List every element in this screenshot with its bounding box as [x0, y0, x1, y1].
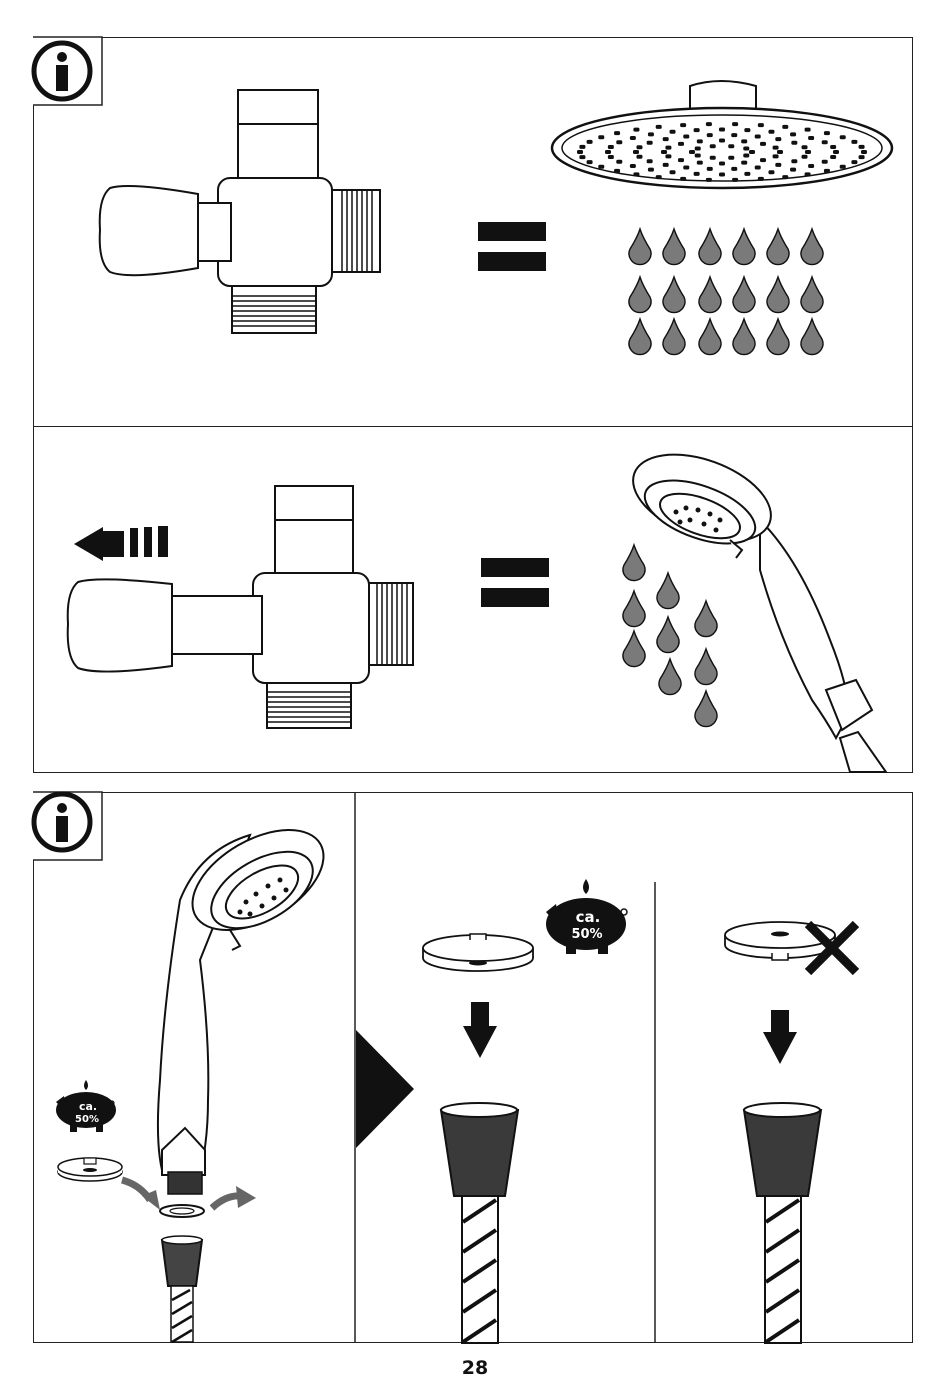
page-number: 28 [0, 1357, 950, 1379]
arrow-down-icon [763, 1010, 797, 1064]
